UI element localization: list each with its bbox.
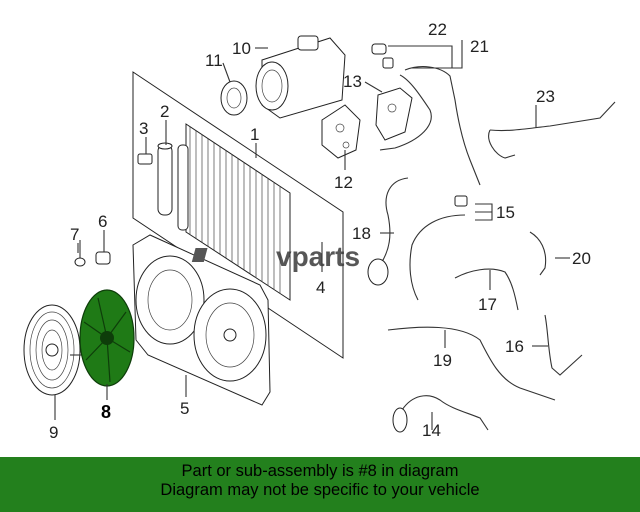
hose-18[interactable]: [367, 177, 409, 286]
callout-8: 8: [101, 402, 111, 422]
banner-line-2: Diagram may not be specific to your vehi…: [160, 481, 480, 499]
callout-11: 11: [205, 51, 223, 70]
callout-20: 20: [572, 249, 591, 268]
svg-text:vparts: vparts: [276, 241, 360, 272]
mounting-bracket-upper[interactable]: [375, 87, 413, 141]
callout-21: 21: [470, 37, 489, 56]
suction-hose-upper[interactable]: [379, 66, 481, 186]
vparts-watermark: vparts: [191, 241, 360, 272]
callout-2: 2: [160, 102, 169, 121]
callout-19: 19: [433, 351, 452, 370]
callout-1: 1: [250, 125, 259, 144]
callout-9: 9: [49, 423, 58, 442]
fan-shroud[interactable]: [132, 234, 271, 406]
callout-6: 6: [98, 212, 107, 231]
callout-13: 13: [343, 72, 362, 91]
ac-compressor[interactable]: [255, 35, 346, 119]
callout-7: 7: [70, 225, 79, 244]
parts-diagram: 1 2 3 4 5 6 7 8 9 10 11 12 13 14 15 16 1…: [23, 20, 616, 442]
callout-22: 22: [428, 20, 447, 39]
bolt[interactable]: [74, 240, 86, 267]
hose-19[interactable]: [387, 326, 556, 401]
hose-15[interactable]: [409, 195, 468, 301]
nut[interactable]: [95, 251, 111, 265]
callout-5: 5: [180, 399, 189, 418]
hose-20[interactable]: [529, 231, 547, 276]
discharge-hose-23[interactable]: [488, 101, 616, 159]
callout-15: 15: [496, 203, 515, 222]
leader-lines: [54, 40, 570, 430]
condenser[interactable]: [132, 71, 344, 359]
callout-10: 10: [232, 39, 251, 58]
hose-17[interactable]: [454, 268, 519, 311]
callout-18: 18: [352, 224, 371, 243]
mounting-bracket-lower[interactable]: [321, 104, 361, 159]
banner-line-1: Part or sub-assembly is #8 in diagram: [181, 462, 459, 480]
hose-14[interactable]: [392, 395, 489, 433]
compressor-clutch[interactable]: [220, 80, 248, 116]
callout-labels: 1 2 3 4 5 6 7 8 9 10 11 12 13 14 15 16 1…: [49, 20, 591, 442]
pressure-switch[interactable]: [371, 43, 394, 69]
fan-blade-highlighted[interactable]: [79, 289, 135, 387]
fan-motor[interactable]: [23, 304, 82, 396]
callout-16: 16: [505, 337, 524, 356]
callout-17: 17: [478, 295, 497, 314]
callout-14: 14: [422, 421, 441, 440]
callout-4: 4: [316, 278, 325, 297]
drier-plug[interactable]: [137, 153, 153, 165]
drier-cartridge[interactable]: [157, 142, 173, 216]
callout-3: 3: [139, 119, 148, 138]
info-banner: Part or sub-assembly is #8 in diagram Di…: [0, 457, 640, 512]
callout-12: 12: [334, 173, 353, 192]
callout-23: 23: [536, 87, 555, 106]
hose-16[interactable]: [544, 314, 583, 376]
